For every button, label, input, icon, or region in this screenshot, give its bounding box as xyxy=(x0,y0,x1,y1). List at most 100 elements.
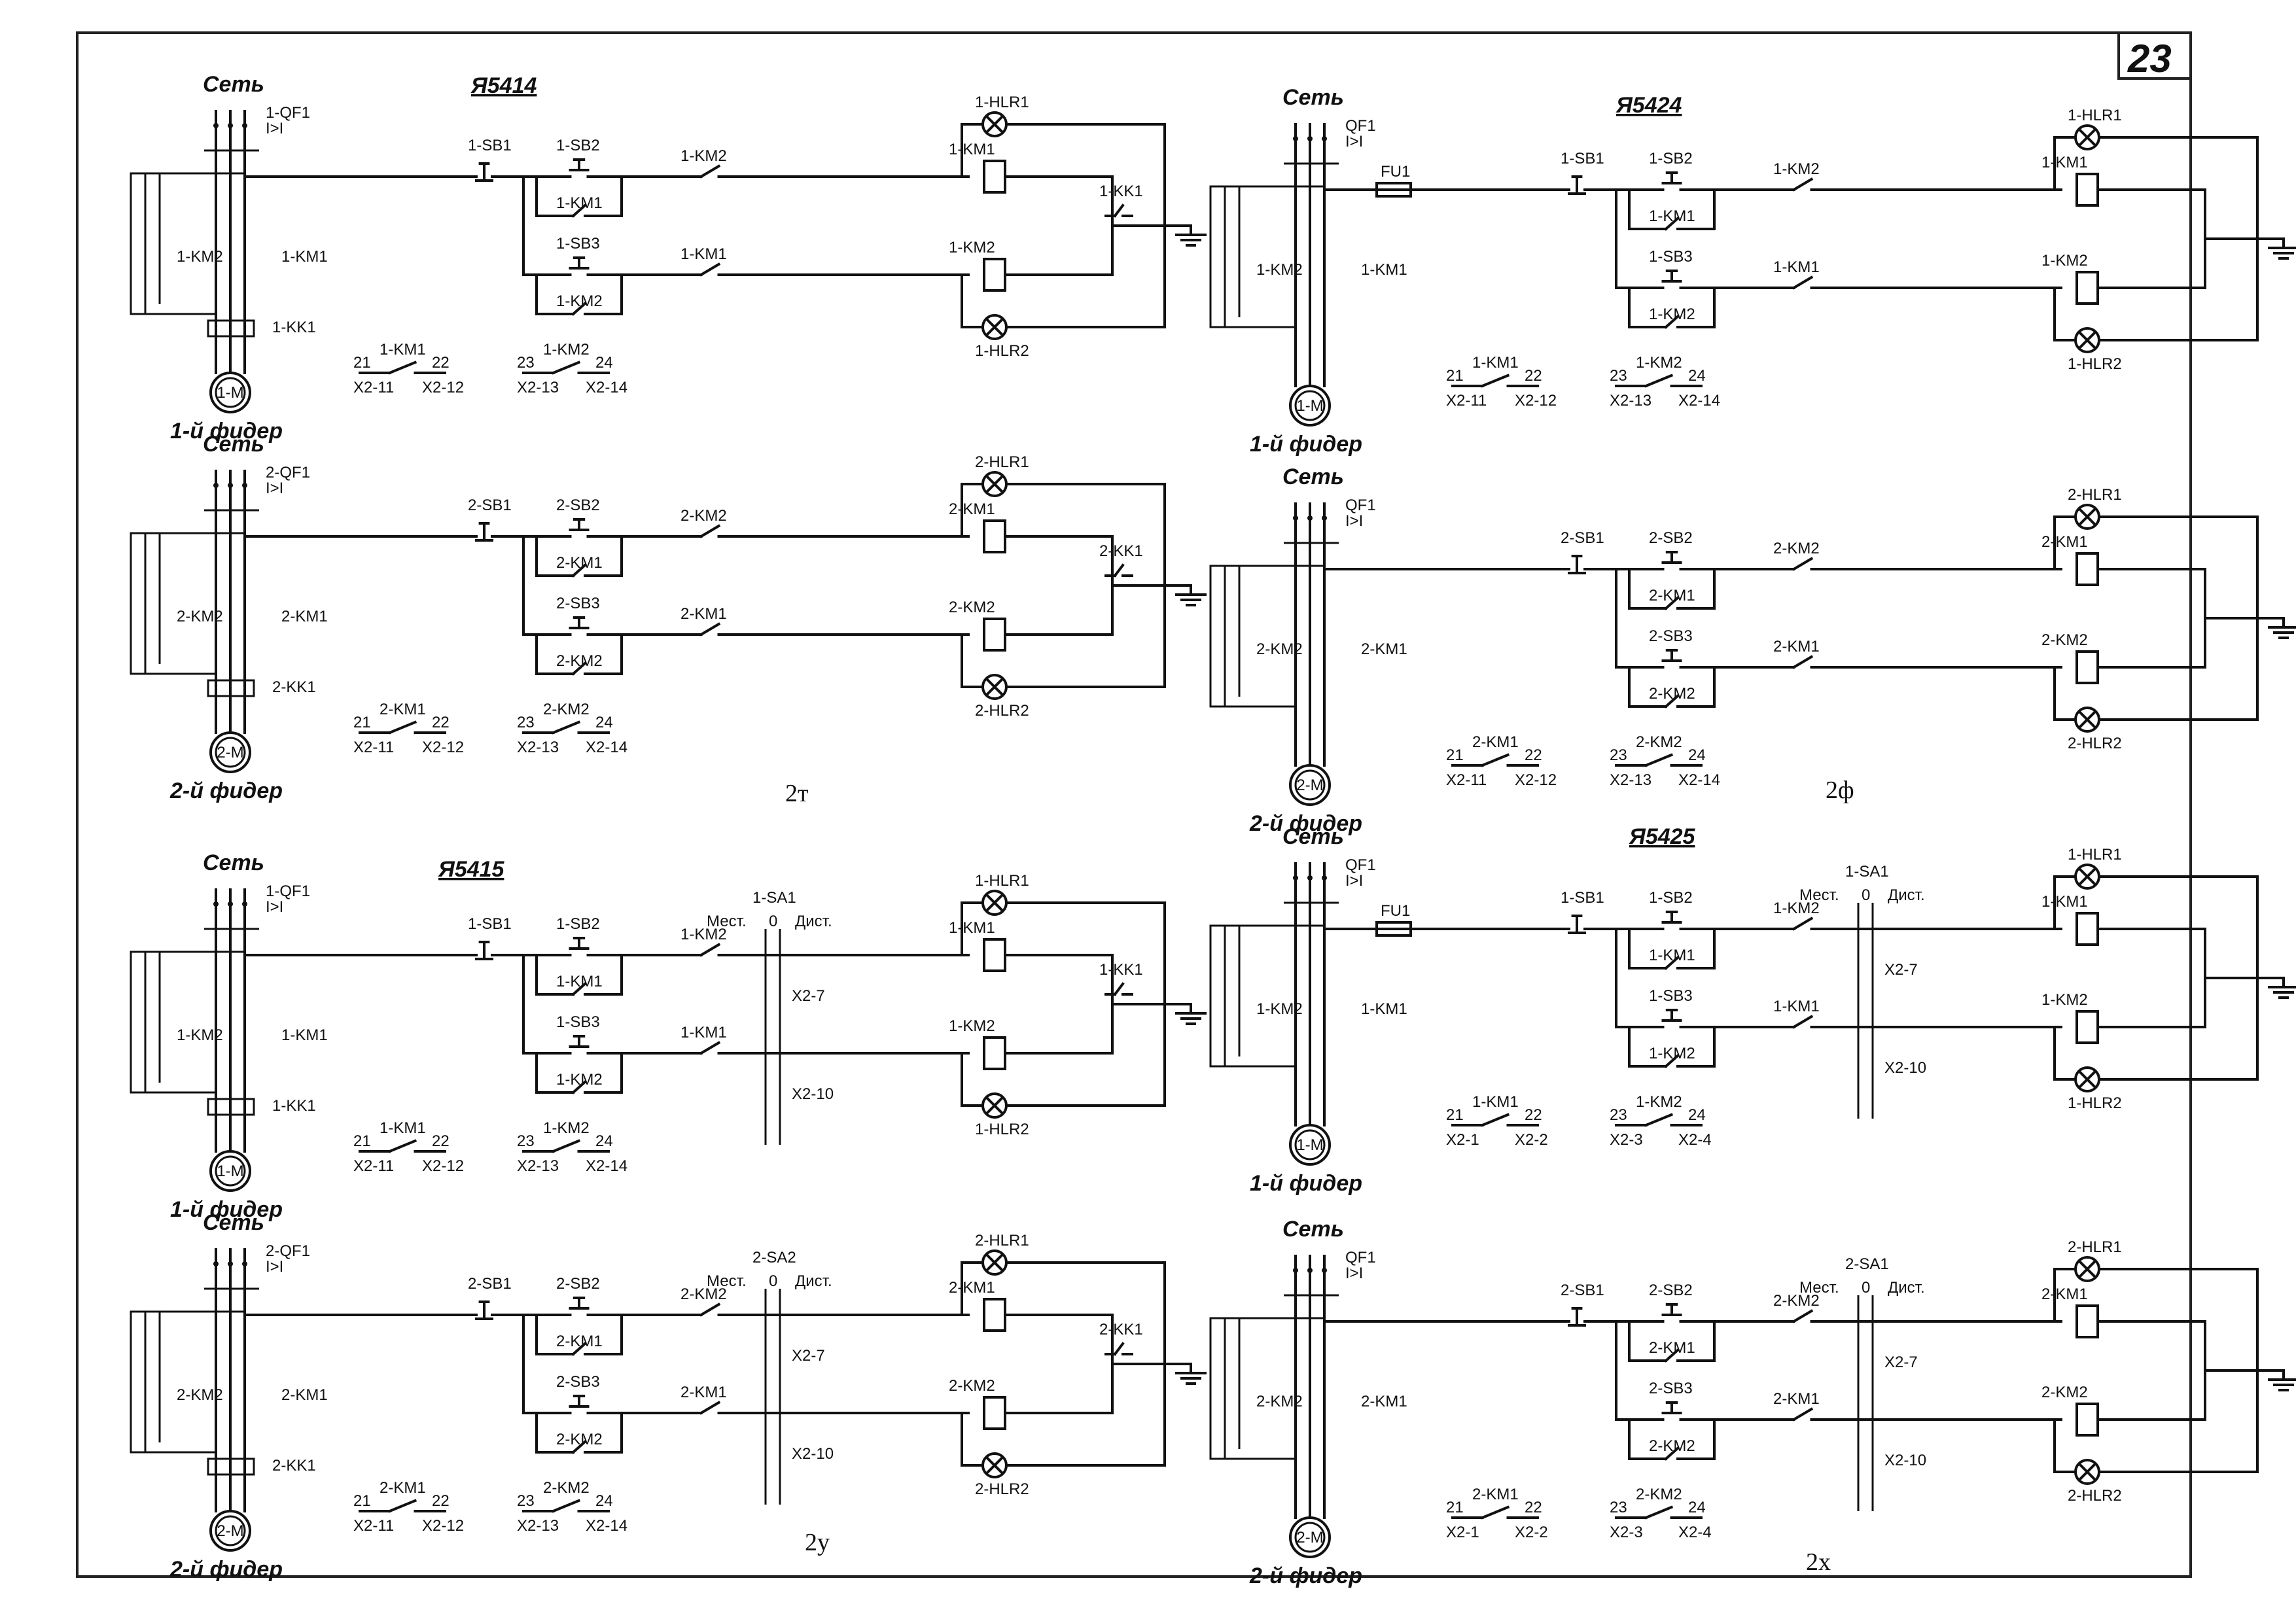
terminal-label: X2-7 xyxy=(792,987,825,1005)
thermal-relay-icon xyxy=(207,1457,255,1476)
wire xyxy=(535,175,561,217)
lamp-hlr2-label: 1-HLR2 xyxy=(2068,1094,2122,1112)
lamp-hlr1-label: 2-HLR1 xyxy=(2068,486,2122,504)
wire xyxy=(535,273,561,315)
reverse-button-label: 2-SB3 xyxy=(556,1373,600,1391)
local-label: Мест. xyxy=(1799,1279,1839,1297)
start-button-label: 1-SB2 xyxy=(1649,889,1693,907)
terminal-label: X2-3 xyxy=(1610,1524,1643,1541)
terminal-label: X2-11 xyxy=(1446,771,1487,789)
terminal-dot xyxy=(1293,1268,1298,1273)
interlock-contact-2-label: 1-KM1 xyxy=(1773,998,1820,1015)
motor-icon xyxy=(1289,1516,1331,1558)
motor-icon-inner xyxy=(215,377,246,408)
breaker-label: 1-QF1 xyxy=(266,882,310,900)
interlock-contact-label: 1-KM2 xyxy=(680,926,727,943)
wire xyxy=(1792,655,1814,669)
aux-contact-label: 1-KM2 xyxy=(543,1119,590,1137)
terminal-dot xyxy=(1322,136,1327,141)
wire xyxy=(1690,287,1716,328)
start-button-label: 2-SB2 xyxy=(1649,1282,1693,1299)
interlock-contact-label: 2-KM2 xyxy=(680,507,727,525)
wire xyxy=(1690,1026,1716,1068)
wire xyxy=(597,954,623,996)
terminal-label: X2-11 xyxy=(353,739,394,756)
aux-wire-label: 21 xyxy=(1446,367,1464,385)
wire xyxy=(2053,136,2077,191)
wire xyxy=(2077,710,2097,729)
wire xyxy=(2053,287,2077,341)
terminal-label: X2-14 xyxy=(1678,771,1720,789)
wire xyxy=(699,262,721,277)
stop-button-label: 2-SB1 xyxy=(1561,529,1604,547)
fuse-icon xyxy=(1375,921,1412,937)
terminal-label: X2-10 xyxy=(1884,1452,1926,1469)
terminal-dot xyxy=(242,1261,247,1266)
motor-icon xyxy=(1289,1124,1331,1166)
motor-label: 2-M xyxy=(1296,1529,1323,1546)
coil-km2-label: 1-KM2 xyxy=(2041,991,2088,1009)
lamp-hlr2-label: 2-HLR2 xyxy=(2068,1487,2122,1505)
feeder-label: 1-й фидер xyxy=(1250,1171,1362,1196)
feeder-label: 2-й фидер xyxy=(169,778,283,803)
aux-wire-label: 22 xyxy=(432,1492,450,1510)
terminal-label: X2-13 xyxy=(517,379,559,396)
wire xyxy=(1628,928,1653,969)
wire xyxy=(2077,867,2097,886)
wire xyxy=(597,1412,623,1454)
terminal-label: X2-1 xyxy=(1446,1131,1479,1149)
start-button-label: 2-SB2 xyxy=(556,497,600,514)
coil-km1-label: 1-KM1 xyxy=(949,919,995,937)
wire xyxy=(571,1080,587,1094)
aux-wire-label: 21 xyxy=(353,714,371,731)
wire xyxy=(1664,1054,1680,1068)
terminal-label: X2-4 xyxy=(1678,1131,1712,1149)
feeder-label: 2-й фидер xyxy=(169,1557,283,1582)
breaker-mark: I>I xyxy=(1345,133,1363,150)
lamp-icon xyxy=(981,1452,1008,1478)
terminal-label: X2-11 xyxy=(353,379,394,396)
wire xyxy=(985,677,1004,697)
lamp-icon xyxy=(2074,707,2100,733)
kk-contact-label: 1-KK1 xyxy=(1099,961,1143,979)
wire xyxy=(2077,1259,2097,1279)
coil-km1-label: 1-KM1 xyxy=(949,141,995,158)
stop-button-label: 1-SB1 xyxy=(468,137,512,154)
fuse-label: FU1 xyxy=(1381,902,1410,920)
wire xyxy=(387,1499,417,1513)
breaker-label: QF1 xyxy=(1345,117,1376,135)
terminal-dot xyxy=(1293,136,1298,141)
thermal-relay-icon xyxy=(207,679,255,697)
terminal-label: X2-12 xyxy=(422,1157,464,1175)
aux-wire-label: 24 xyxy=(1688,1106,1706,1124)
lamp-icon xyxy=(981,674,1008,700)
net-label: Сеть xyxy=(203,432,264,457)
breaker-label: 2-QF1 xyxy=(266,464,310,481)
terminal-label: X2-11 xyxy=(353,1157,394,1175)
holding-contact-label: 1-KM1 xyxy=(1649,947,1695,964)
interlock-contact-2-label: 1-KM1 xyxy=(1773,258,1820,276)
breaker-label: QF1 xyxy=(1345,1249,1376,1266)
wire xyxy=(571,1342,587,1356)
aux-wire-label: 23 xyxy=(1610,1499,1627,1516)
net-label: Сеть xyxy=(203,1210,264,1235)
wire xyxy=(2077,1070,2097,1089)
holding-contact-2-label: 2-KM2 xyxy=(1649,685,1695,703)
coil-km1-label: 2-KM1 xyxy=(949,500,995,518)
panel-title: Я5425 xyxy=(1629,824,1696,849)
wire xyxy=(522,535,551,636)
aux-wire-label: 24 xyxy=(595,354,613,372)
motor-icon-inner xyxy=(1294,1522,1326,1553)
wire xyxy=(1664,694,1680,708)
remote-label: Дист. xyxy=(1888,886,1925,904)
lamp-hlr1-label: 2-HLR1 xyxy=(975,453,1029,471)
interlock-contact-2-label: 2-KM1 xyxy=(1773,1390,1820,1408)
wire xyxy=(1664,315,1680,329)
wire xyxy=(535,1052,561,1094)
wire xyxy=(2053,1268,2077,1323)
wire xyxy=(551,1139,581,1153)
